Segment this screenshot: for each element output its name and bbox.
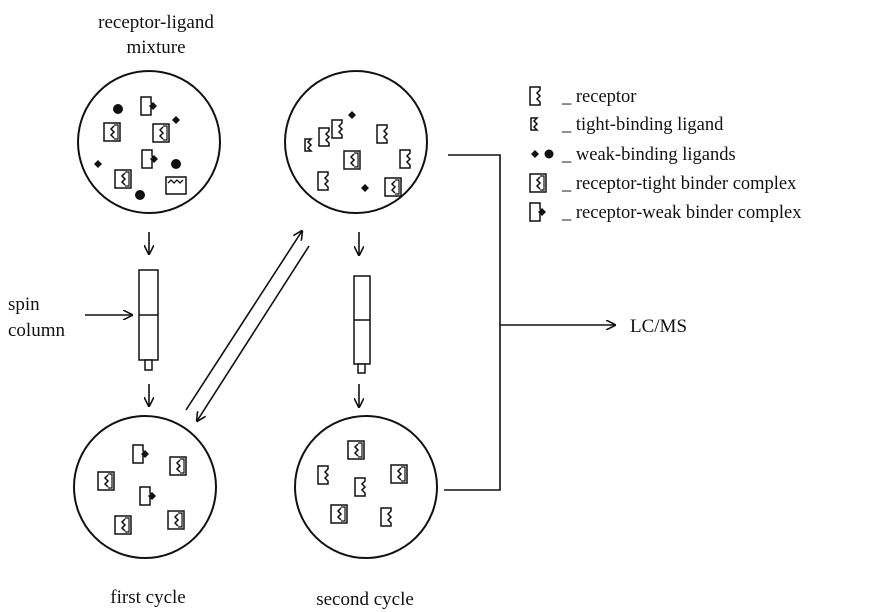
- second-sample-contents: [304, 111, 411, 197]
- second-cycle-label: second cycle: [316, 589, 414, 610]
- weak-complex-icon: [529, 202, 547, 222]
- spin-column-label-line1: spin: [8, 294, 40, 315]
- weak-ligand-dot-icon: [544, 149, 554, 159]
- svg-text:_ receptor: _ receptor: [561, 87, 636, 107]
- legend-receptor: _ receptor: [529, 86, 636, 107]
- lcms-label: LC/MS: [630, 316, 687, 337]
- tight-ligand-icon: [530, 117, 538, 131]
- legend: _ receptor _ tight-binding ligand _ weak…: [529, 86, 802, 223]
- svg-text:_ weak-binding ligands: _ weak-binding ligands: [561, 145, 736, 165]
- spin-column-1: [138, 269, 159, 371]
- legend-tight-complex: _ receptor-tight binder complex: [529, 173, 797, 194]
- svg-text:_ tight-binding ligand: _ tight-binding ligand: [561, 115, 724, 135]
- svg-text:_ receptor-tight binder comple: _ receptor-tight binder complex: [561, 174, 797, 194]
- bracket-to-lcms: [444, 154, 501, 491]
- spin-column-label-line2: column: [8, 320, 65, 341]
- arrow-second-to-first: [197, 245, 310, 421]
- legend-weak-complex: _ receptor-weak binder complex: [529, 202, 802, 223]
- tight-complex-icon: [529, 173, 547, 193]
- arrow-first-to-second: [185, 231, 302, 411]
- mixture-circle: [77, 70, 221, 214]
- weak-ligand-diamond-icon: [531, 150, 539, 158]
- legend-tight-binding-ligand: _ tight-binding ligand: [530, 115, 724, 135]
- first-cycle-label: first cycle: [110, 587, 185, 608]
- legend-weak-binding-ligands: _ weak-binding ligands: [531, 145, 736, 165]
- mixture-label-line2: mixture: [126, 37, 185, 58]
- receptor-icon: [529, 86, 541, 106]
- mixture-contents: [94, 96, 187, 200]
- svg-text:_ receptor-weak binder complex: _ receptor-weak binder complex: [561, 203, 802, 223]
- spin-column-2: [353, 275, 371, 374]
- mixture-label-line1: receptor-ligand: [98, 12, 214, 33]
